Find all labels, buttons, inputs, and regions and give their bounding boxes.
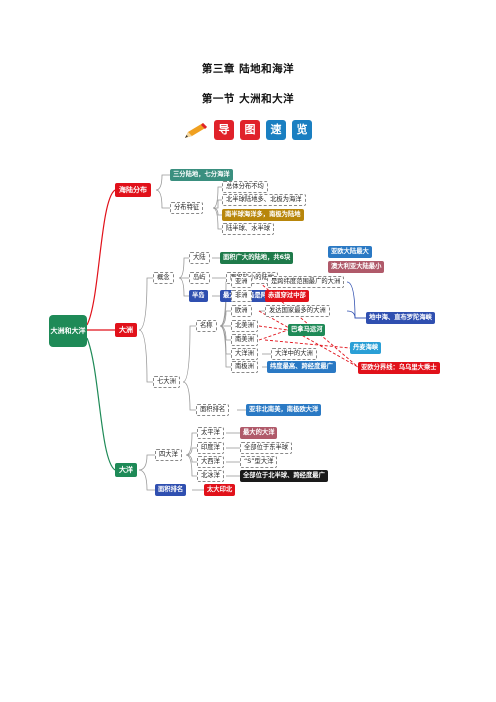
oceania-note: 大洋中的大洲: [271, 348, 317, 360]
continent-africa: 非洲: [231, 290, 252, 302]
banner-char-3: 速: [266, 120, 286, 140]
category-oceans: 大洋: [115, 463, 137, 477]
continent-europe: 欧洲: [231, 305, 252, 317]
continent-antarctica: 南极洲: [231, 361, 258, 373]
concept-node: 概念: [153, 272, 174, 284]
section-title: 第一节 大洲和大洋: [201, 93, 295, 105]
names-node: 名称: [196, 320, 217, 332]
continent-north-america: 北美洲: [231, 320, 258, 332]
antarctica-note: 纬度最高、跨经度最广: [267, 361, 336, 373]
pencil-icon: [185, 123, 207, 138]
ocean-indian: 印度洋: [197, 442, 224, 454]
pacific-note: 最大的大洋: [240, 427, 278, 439]
distribution-feature: 分布特征: [170, 202, 204, 214]
banner-char-4: 览: [292, 120, 312, 140]
ocean-pacific: 太平洋: [197, 427, 224, 439]
four-oceans-node: 四大洋: [155, 449, 182, 461]
continent-area-rank-value: 亚非北南美，南极欧大洋: [246, 404, 322, 416]
chapter-title: 第三章 陆地和海洋: [201, 63, 295, 75]
continent-asia: 亚洲: [231, 276, 252, 288]
eurasia-boundary-note: 亚欧分界线：乌乌里大乘士: [358, 362, 440, 374]
peninsula-node: 半岛: [189, 290, 208, 302]
feature-item-4: 陆半球、水半球: [222, 223, 275, 235]
root-node: 大洲和大洋: [49, 315, 87, 347]
mainland-note-largest: 亚欧大陆最大: [328, 246, 372, 258]
indian-note: 全部位于东半球: [240, 442, 293, 454]
africa-note: 赤道穿过中部: [265, 290, 309, 302]
ocean-arctic: 北冰洋: [197, 470, 224, 482]
mainland-note-smallest: 澳大利亚大陆最小: [328, 261, 385, 273]
category-sea-land: 海陆分布: [115, 183, 151, 197]
asia-note: 是跨纬度范围最广的大洲: [267, 276, 345, 288]
panama-canal: 巴拿马运河: [288, 324, 326, 336]
banner-char-1: 导: [214, 120, 234, 140]
mainland-node: 大陆: [189, 252, 210, 264]
mainland-definition: 面积广大的陆地，共6块: [220, 252, 294, 264]
danish-strait-note: 丹麦海峡: [350, 342, 382, 354]
atlantic-note: “S”型大洋: [240, 456, 278, 468]
mediterranean-note: 地中海、直布罗陀海峡: [366, 312, 435, 324]
sea-land-ratio: 三分陆地，七分海洋: [170, 169, 233, 181]
continent-oceania: 大洋洲: [231, 348, 258, 360]
arctic-note: 全部位于北半球、跨经度最广: [240, 470, 328, 482]
europe-note: 发达国家最多的大洲: [265, 305, 330, 317]
continent-south-america: 南美洲: [231, 334, 258, 346]
feature-item-2: 北半球陆地多、北极为海洋: [222, 194, 306, 206]
seven-continents-node: 七大洲: [153, 376, 180, 388]
continent-area-rank: 面积排名: [196, 404, 230, 416]
ocean-area-rank-value: 太大印北: [204, 484, 236, 496]
island-node: 岛屿: [189, 272, 210, 284]
ocean-area-rank: 面积排名: [155, 484, 187, 496]
ocean-atlantic: 大西洋: [197, 456, 224, 468]
banner-char-2: 图: [240, 120, 260, 140]
feature-item-1: 总体分布不均: [222, 181, 268, 193]
category-continents: 大洲: [115, 323, 137, 337]
feature-item-3: 南半球海洋多，南极为陆地: [222, 209, 304, 221]
